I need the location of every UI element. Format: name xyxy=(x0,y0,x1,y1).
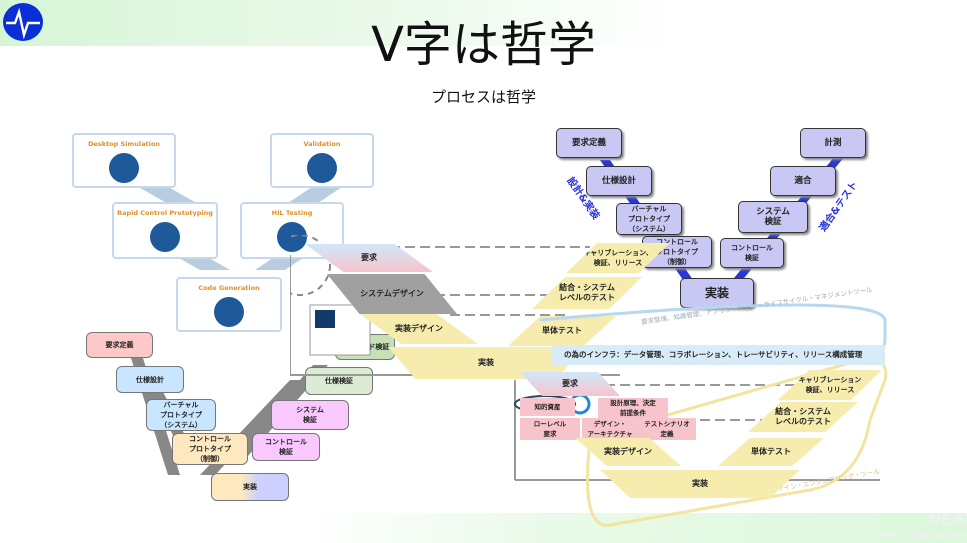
lower-sub-box-low-level-req: ローレベル 要求 xyxy=(520,418,580,440)
dspace-box-code-generation: Code Generation xyxy=(176,277,282,332)
validation-icon xyxy=(307,153,337,183)
header-band xyxy=(0,0,680,46)
pastel-right-box: コントロール 検証 xyxy=(252,433,320,461)
watermark-brand: NEAT xyxy=(928,510,967,529)
pulse-wave-icon xyxy=(3,3,43,41)
prototyping-hardware-icon xyxy=(150,222,180,252)
purple-right-box: 計測 xyxy=(800,128,866,158)
pastel-left-box: バーチャル プロトタイプ （システム） xyxy=(146,399,216,431)
pastel-bottom-box: 実装 xyxy=(211,473,289,501)
dspace-box-label: Desktop Simulation xyxy=(88,140,160,148)
lower-sub-box-test-scenario: テストシナリオ 定義 xyxy=(638,418,696,440)
pastel-left-box: 仕様設計 xyxy=(116,366,184,393)
pastel-left-box: 要求定義 xyxy=(86,332,153,358)
pastel-left-box: コントロール プロトタイプ （制御） xyxy=(172,433,248,465)
lower-sub-box-ip: 知的資産 xyxy=(520,398,575,416)
lower-sub-box-architecture: デザイン・ アーキテクチャ xyxy=(582,418,638,440)
purple-right-box: コントロール 検証 xyxy=(720,238,784,268)
dspace-box-label: Validation xyxy=(303,140,341,148)
page-subtitle: プロセスは哲学 xyxy=(430,88,536,106)
laptop-icon xyxy=(109,153,139,183)
footer-band xyxy=(300,513,967,543)
dspace-box-label: Rapid Control Prototyping xyxy=(117,209,213,217)
purple-left-box: 要求定義 xyxy=(556,128,622,158)
lower-sub-box-design-rationale: 設計原理、決定 前提条件 xyxy=(598,398,668,418)
purple-right-box: システム 検証 xyxy=(738,201,808,233)
purple-right-box: 適合 xyxy=(770,166,836,196)
dspace-box-label: HIL Testing xyxy=(271,209,313,217)
purple-left-box: 仕様設計 xyxy=(586,166,652,196)
ecu-icon xyxy=(214,297,244,327)
dspace-box-desktop-simulation: Desktop Simulation xyxy=(72,133,176,188)
page-title: V字は哲学 xyxy=(371,17,596,73)
lower-bottom-block-implementation: 実装 xyxy=(600,470,800,498)
pastel-right-box: システム 検証 xyxy=(271,400,349,430)
purple-left-box: コントロール プロトタイプ （制御） xyxy=(642,236,712,268)
dspace-box-validation: Validation xyxy=(270,133,374,188)
dspace-box-label: Code Generation xyxy=(198,284,260,292)
pastel-right-box: 仕様検証 xyxy=(305,367,373,395)
dspace-box-rapid-control-prototyping: Rapid Control Prototyping xyxy=(112,202,218,259)
infra-banner: の為のインフラ：データ管理、コラボレーション、トレーサビリティ、リリース構成管理 xyxy=(552,345,885,365)
purple-left-box: バーチャル プロトタイプ （システム） xyxy=(616,203,682,235)
watermark-tagline: Make a NEAT job of it xyxy=(872,531,967,540)
